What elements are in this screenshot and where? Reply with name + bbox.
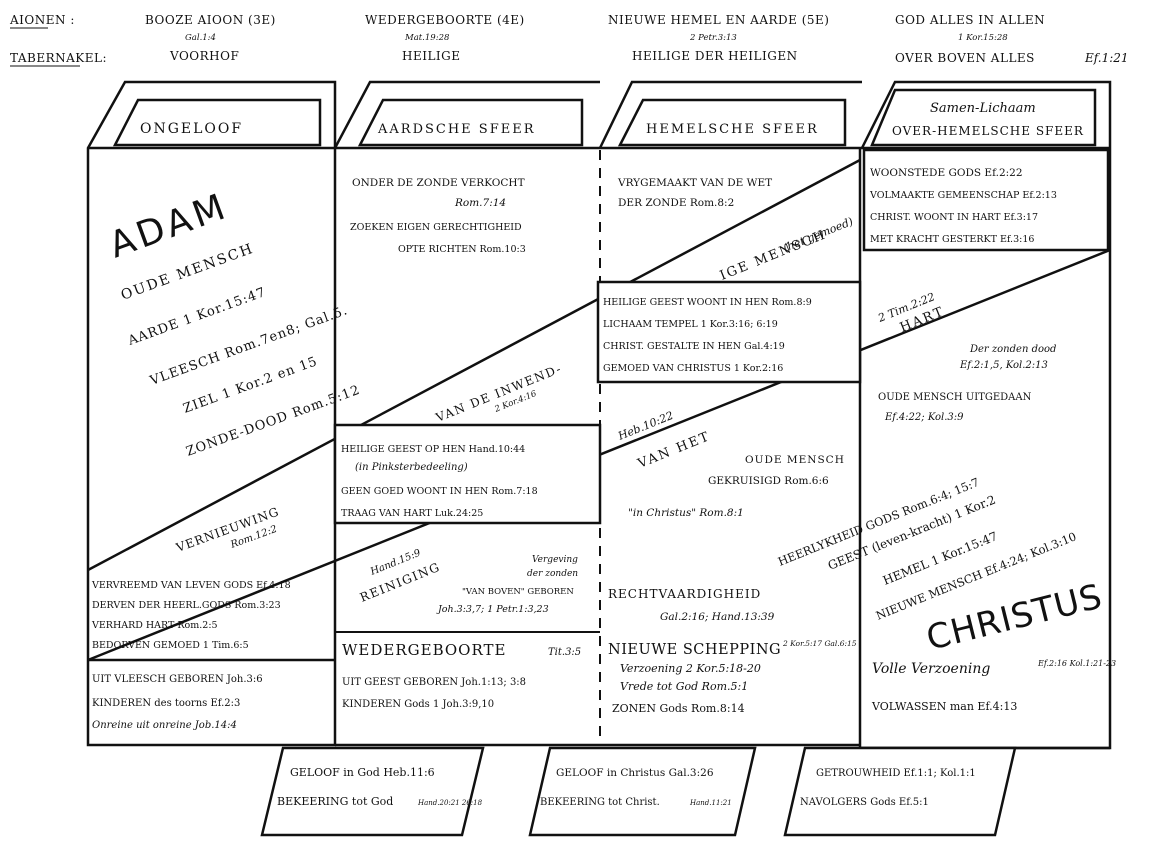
- sphere2-line-3: ZOEKEN EIGEN GERECHTIGHEID: [350, 222, 522, 233]
- tab-ongeloof: ONGELOOF: [140, 121, 243, 137]
- col4-volle: Volle Verzoening: [872, 661, 990, 677]
- tab-col3: HEILIGE DER HEILIGEN: [632, 49, 798, 63]
- bottom-tab3-line-2: NAVOLGERS Gods Ef.5:1: [800, 797, 929, 808]
- bottom-tab1-ref: Hand.20:21 26:18: [417, 799, 483, 807]
- col2-base-line-1: UIT GEEST GEBOREN Joh.1:13; 3:8: [342, 677, 526, 688]
- col3-schepping-ref: 2 Kor.5:17 Gal.6:15: [782, 639, 857, 648]
- sphere3-oude: OUDE MENSCH: [745, 454, 845, 466]
- sphere2-line-4: OPTE RICHTEN Rom.10:3: [398, 244, 526, 255]
- tab-aardsche-sfeer: AARDSCHE SFEER: [377, 122, 536, 137]
- reiniging-refs: Joh.3:3,7; 1 Petr.1:3,23: [436, 604, 549, 615]
- sphere4-line-2: VOLMAAKTE GEMEENSCHAP Ef.2:13: [869, 190, 1057, 201]
- aion-col1: BOOZE AIOON (3E): [145, 13, 276, 27]
- col1-base-line-3: Onreine uit onreine Job.14:4: [92, 720, 237, 731]
- sphere4-uitgedaan: OUDE MENSCH UITGEDAAN: [878, 392, 1032, 403]
- band-het-gemoed: (het gemoed): [781, 215, 855, 255]
- tabs: [112, 88, 1097, 147]
- sphere2-line-1: ONDER DE ZONDE VERKOCHT: [352, 177, 525, 189]
- aion-col2: WEDERGEBOORTE (4E): [365, 13, 525, 27]
- bottom-tab2-line-1: GELOOF in Christus Gal.3:26: [556, 767, 714, 779]
- adam-section: ADAM OUDE MENSCH AARDE 1 Kor.15:47 VLEES…: [104, 186, 362, 460]
- reiniging-vergeving: Vergeving: [532, 555, 578, 565]
- band-heb: Heb.10:22: [615, 409, 675, 443]
- aion-col4-ref: 1 Kor.15:28: [958, 33, 1008, 43]
- col3-schepping: NIEUWE SCHEPPING: [608, 642, 781, 658]
- aion-col1-ref: Gal.1:4: [185, 33, 216, 43]
- bottom-tabs: [260, 746, 1017, 837]
- box-middle2-line-4: TRAAG VAN HART Luk.24:25: [341, 508, 483, 519]
- col4-volwassen: VOLWASSEN man Ef.4:13: [871, 700, 1017, 713]
- sphere4-line-1: WOONSTEDE GODS Ef.2:22: [870, 167, 1023, 179]
- sphere4-box: [862, 148, 1110, 252]
- bottom-tab1-line-1: GELOOF in God Heb.11:6: [290, 766, 435, 779]
- col1-base-line-2: KINDEREN des toorns Ef.2:3: [92, 698, 240, 709]
- tab-samen-lichaam: Samen-Lichaam: [930, 101, 1036, 116]
- tab-col2: HEILIGE: [402, 49, 461, 63]
- tab-col1: VOORHOF: [169, 49, 239, 63]
- box-middle2-line-3: GEEN GOED WOONT IN HEN Rom.7:18: [341, 486, 538, 497]
- aion-col2-ref: Mat.19:28: [404, 33, 450, 43]
- col2-base-title-ref: Tit.3:5: [548, 647, 581, 658]
- col1-bottom-line-1: VERVREEMD VAN LEVEN GODS Ef.4:18: [91, 580, 291, 591]
- box-middle2-line-1: HEILIGE GEEST OP HEN Hand.10:44: [341, 444, 525, 455]
- tab-over-hemelsche-sfeer: OVER-HEMELSCHE SFEER: [892, 124, 1084, 138]
- sphere3-line-2: DER ZONDE Rom.8:2: [618, 197, 734, 209]
- sphere4-uitgedaan-ref: Ef.4:22; Kol.3:9: [884, 412, 964, 423]
- col3-line-3: ZONEN Gods Rom.8:14: [612, 702, 745, 715]
- sphere4-line-4: MET KRACHT GESTERKT Ef.3:16: [870, 234, 1034, 245]
- col1-base-line-1: UIT VLEESCH GEBOREN Joh.3:6: [92, 674, 263, 685]
- bottom-tab1-line-2: BEKEERING tot God: [277, 795, 393, 808]
- col1-bottom-line-2: DERVEN DER HEERL.GODS Rom.3:23: [92, 600, 281, 611]
- aionen-label: AIONEN :: [9, 13, 75, 27]
- box-middle3-line-2: LICHAAM TEMPEL 1 Kor.3:16; 6:19: [603, 319, 778, 330]
- box-middle3-line-4: GEMOED VAN CHRISTUS 1 Kor.2:16: [603, 363, 783, 374]
- col4-volle-ref: Ef.2:16 Kol.1:21-23: [1037, 659, 1116, 668]
- box-middle3-line-3: CHRIST. GESTALTE IN HEN Gal.4:19: [603, 341, 785, 352]
- col3-recht-ref: Gal.2:16; Hand.13:39: [660, 611, 775, 623]
- tab-hemelsche-sfeer: HEMELSCHE SFEER: [646, 122, 819, 137]
- sphere4-dood-ref: Ef.2:1,5, Kol.2:13: [959, 360, 1048, 371]
- col1-bottom-line-4: BEDORVEN GEMOED 1 Tim.6:5: [92, 640, 249, 651]
- bottom-tab2-line-2: BEKEERING tot Christ.: [540, 797, 660, 808]
- col2-base-title: WEDERGEBOORTE: [342, 641, 506, 659]
- box-middle-3: [596, 280, 862, 384]
- header: AIONEN : TABERNAKEL: BOOZE AIOON (3E) Ga…: [9, 13, 1129, 67]
- tabernakel-label: TABERNAKEL:: [10, 51, 107, 65]
- col2-base-line-2: KINDEREN Gods 1 Joh.3:9,10: [342, 699, 494, 710]
- reiniging-der-zonden: der zonden: [527, 569, 578, 579]
- bottom-tab3-line-1: GETROUWHEID Ef.1:1; Kol.1:1: [816, 768, 976, 779]
- col3-recht: RECHTVAARDIGHEID: [608, 587, 761, 601]
- box-middle-2: [333, 423, 602, 525]
- tab-col4: OVER BOVEN ALLES: [895, 51, 1035, 65]
- sphere4-line-3: CHRIST. WOONT IN HART Ef.3:17: [870, 212, 1038, 223]
- sphere3-in-christus: "in Christus" Rom.8:1: [628, 507, 744, 519]
- box-middle3-line-1: HEILIGE GEEST WOONT IN HEN Rom.8:9: [603, 297, 812, 308]
- sphere4-der-zonden-dood: Der zonden dood: [969, 344, 1056, 355]
- col1-bottom-line-3: VERHARD HART Rom.2:5: [91, 620, 218, 631]
- aion-col3-ref: 2 Petr.3:13: [689, 33, 737, 43]
- col3-line-2: Vrede tot God Rom.5:1: [620, 680, 748, 693]
- sphere2-top: ONDER DE ZONDE VERKOCHT Rom.7:14 ZOEKEN …: [350, 177, 526, 255]
- reiniging-van-boven: "VAN BOVEN" GEBOREN: [462, 587, 574, 597]
- tab-col4-ref: Ef.1:21: [1084, 51, 1129, 65]
- bottom-tab2-ref: Hand.11:21: [689, 799, 732, 807]
- sphere3-gekruisigd: GEKRUISIGD Rom.6:6: [708, 475, 829, 487]
- band-van-de-inwend: VAN DE INWEND-: [433, 361, 564, 425]
- aion-col3: NIEUWE HEMEL EN AARDE (5E): [608, 13, 829, 27]
- sphere2-line-2: Rom.7:14: [454, 197, 506, 209]
- box-middle2-line-2: (in Pinksterbedeeling): [355, 462, 468, 473]
- sphere3-line-1: VRYGEMAAKT VAN DE WET: [617, 177, 772, 189]
- aion-col4: GOD ALLES IN ALLEN: [895, 13, 1045, 27]
- col3-line-1: Verzoening 2 Kor.5:18-20: [620, 662, 761, 675]
